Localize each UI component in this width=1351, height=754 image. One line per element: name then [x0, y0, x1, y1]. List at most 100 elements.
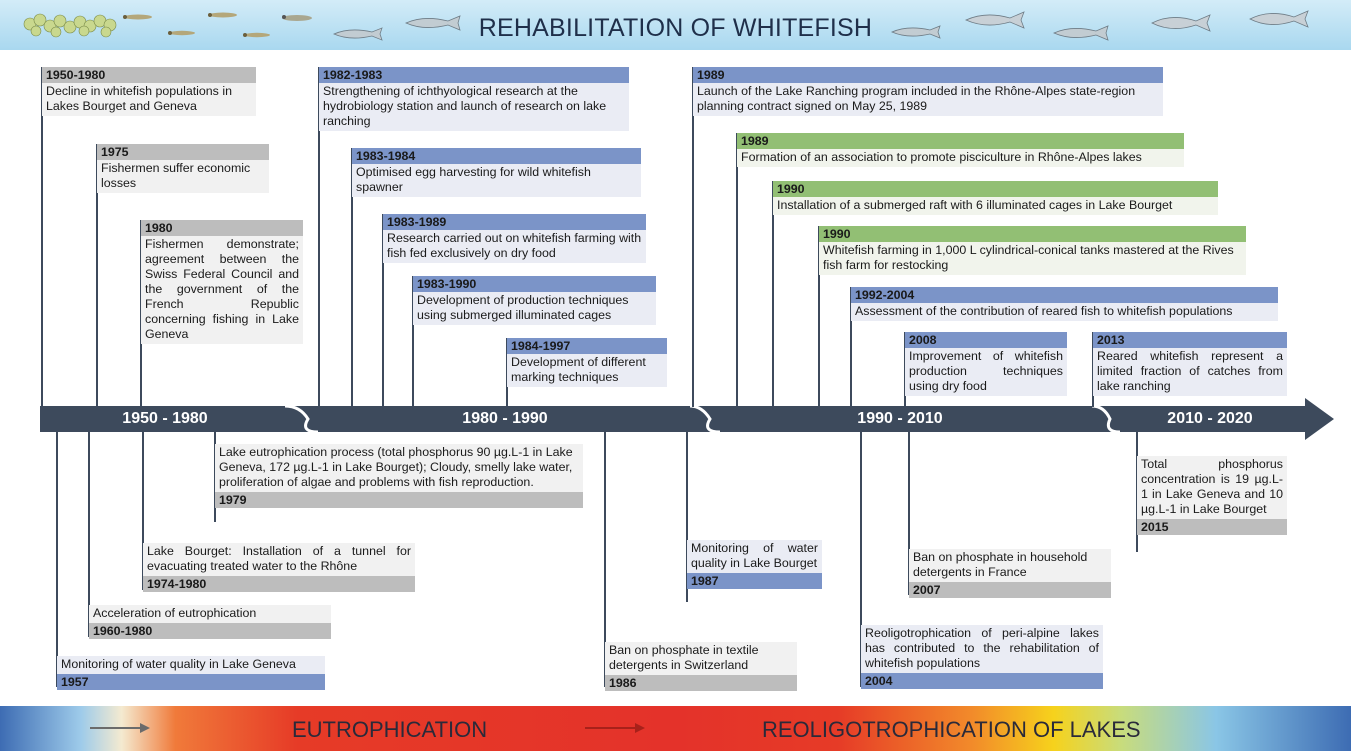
eutrophication-label: EUTROPHICATION	[292, 717, 488, 742]
whitefish-icon	[1151, 14, 1211, 32]
event-1987: Monitoring of water quality in Lake Bour…	[687, 540, 822, 589]
fish-eggs-icon	[23, 13, 117, 38]
whitefish-icon	[333, 27, 383, 41]
fish-larva-icon	[168, 30, 195, 36]
event-1960-1980: Acceleration of eutrophication 1960-1980	[89, 605, 331, 639]
event-year: 1989	[693, 67, 1163, 83]
trophic-state-band: EUTROPHICATION REOLIGOTROPHICATION OF LA…	[0, 706, 1351, 751]
event-year: 2007	[909, 582, 1111, 598]
event-1990-tanks: 1990 Whitefish farming in 1,000 L cylind…	[819, 226, 1246, 275]
event-1974-1980: Lake Bourget: Installation of a tunnel f…	[143, 543, 415, 592]
connector-line	[412, 276, 414, 407]
period-label: 1980 - 1990	[462, 410, 548, 427]
whitefish-icon	[405, 15, 461, 31]
event-1983-1989: 1983-1989 Research carried out on whitef…	[383, 214, 646, 263]
event-text: Development of production techniques usi…	[413, 292, 656, 325]
event-year: 2015	[1137, 519, 1287, 535]
event-2015: Total phosphorus concentration is 19 µg.…	[1137, 456, 1287, 535]
event-text: Monitoring of water quality in Lake Gene…	[57, 656, 325, 674]
connector-line	[142, 432, 144, 590]
connector-line	[604, 432, 606, 687]
event-year: 1983-1990	[413, 276, 656, 292]
fish-larva-icon	[123, 14, 152, 20]
reoligotrophication-label: REOLIGOTROPHICATION OF LAKES	[762, 717, 1141, 742]
whitefish-icon	[1053, 25, 1109, 41]
event-text: Assessment of the contribution of reared…	[851, 303, 1278, 321]
event-year: 1980	[141, 220, 303, 236]
event-year: 1975	[97, 144, 269, 160]
event-year: 1990	[819, 226, 1246, 242]
event-year: 1983-1989	[383, 214, 646, 230]
connector-line	[736, 133, 738, 407]
event-year: 2013	[1093, 332, 1287, 348]
period-label: 2010 - 2020	[1167, 410, 1253, 427]
connector-line	[772, 181, 774, 407]
event-text: Whitefish farming in 1,000 L cylindrical…	[819, 242, 1246, 275]
event-text: Research carried out on whitefish farmin…	[383, 230, 646, 263]
event-text: Reared whitefish represent a limited fra…	[1093, 348, 1287, 396]
event-year: 1982-1983	[319, 67, 629, 83]
event-text: Acceleration of eutrophication	[89, 605, 331, 623]
event-1983-1984: 1983-1984 Optimised egg harvesting for w…	[352, 148, 641, 197]
connector-line	[850, 287, 852, 407]
whitefish-icon	[1249, 10, 1309, 28]
fish-larva-icon	[243, 32, 270, 38]
connector-line	[88, 432, 90, 637]
connector-line	[96, 144, 98, 407]
arrow-right-icon	[90, 723, 150, 733]
event-text: Fishermen demonstrate; agreement between…	[141, 236, 303, 344]
event-1990-raft: 1990 Installation of a submerged raft wi…	[773, 181, 1218, 215]
event-year: 1984-1997	[507, 338, 667, 354]
event-text: Lake eutrophication process (total phosp…	[215, 444, 583, 492]
connector-line	[692, 67, 694, 407]
event-text: Reoligotrophication of peri-alpine lakes…	[861, 625, 1103, 673]
event-2013: 2013 Reared whitefish represent a limite…	[1093, 332, 1287, 396]
event-text: Improvement of whitefish production tech…	[905, 348, 1067, 396]
event-text: Development of different marking techniq…	[507, 354, 667, 387]
connector-line	[318, 67, 320, 407]
event-year: 1960-1980	[89, 623, 331, 639]
event-text: Strengthening of ichthyological research…	[319, 83, 629, 131]
event-text: Fishermen suffer economic losses	[97, 160, 269, 193]
event-text: Lake Bourget: Installation of a tunnel f…	[143, 543, 415, 576]
event-1986: Ban on phosphate in textile detergents i…	[605, 642, 797, 691]
event-1980: 1980 Fishermen demonstrate; agreement be…	[141, 220, 303, 344]
connector-line	[56, 432, 58, 687]
event-year: 2008	[905, 332, 1067, 348]
event-text: Monitoring of water quality in Lake Bour…	[687, 540, 822, 573]
whitefish-icon	[891, 25, 941, 39]
event-2007: Ban on phosphate in household detergents…	[909, 549, 1111, 598]
fish-larva-icon	[208, 12, 237, 18]
connector-line	[908, 432, 910, 595]
event-text: Optimised egg harvesting for wild whitef…	[352, 164, 641, 197]
event-year: 1957	[57, 674, 325, 690]
period-label: 1990 - 2010	[857, 410, 943, 427]
event-1982-1983: 1982-1983 Strengthening of ichthyologica…	[319, 67, 629, 131]
event-1950-1980: 1950-1980 Decline in whitefish populatio…	[42, 67, 256, 116]
event-2008: 2008 Improvement of whitefish production…	[905, 332, 1067, 396]
event-text: Launch of the Lake Ranching program incl…	[693, 83, 1163, 116]
event-text: Installation of a submerged raft with 6 …	[773, 197, 1218, 215]
event-text: Ban on phosphate in household detergents…	[909, 549, 1111, 582]
event-year: 1974-1980	[143, 576, 415, 592]
event-year: 1992-2004	[851, 287, 1278, 303]
event-2004: Reoligotrophication of peri-alpine lakes…	[861, 625, 1103, 689]
event-year: 1983-1984	[352, 148, 641, 164]
title-banner: REHABILITATION OF WHITEFISH	[0, 0, 1351, 50]
event-text: Ban on phosphate in textile detergents i…	[605, 642, 797, 675]
event-1992-2004: 1992-2004 Assessment of the contribution…	[851, 287, 1278, 321]
event-1989-association: 1989 Formation of an association to prom…	[737, 133, 1184, 167]
event-year: 1979	[215, 492, 583, 508]
connector-line	[41, 67, 43, 407]
event-1984-1997: 1984-1997 Development of different marki…	[507, 338, 667, 387]
event-year: 1987	[687, 573, 822, 589]
whitefish-icon	[965, 11, 1025, 29]
event-1983-1990: 1983-1990 Development of production tech…	[413, 276, 656, 325]
connector-line	[860, 432, 862, 687]
page-title: REHABILITATION OF WHITEFISH	[478, 14, 873, 42]
event-year: 1990	[773, 181, 1218, 197]
arrow-right-icon	[585, 723, 645, 733]
event-1957: Monitoring of water quality in Lake Gene…	[57, 656, 325, 690]
event-text: Total phosphorus concentration is 19 µg.…	[1137, 456, 1287, 519]
